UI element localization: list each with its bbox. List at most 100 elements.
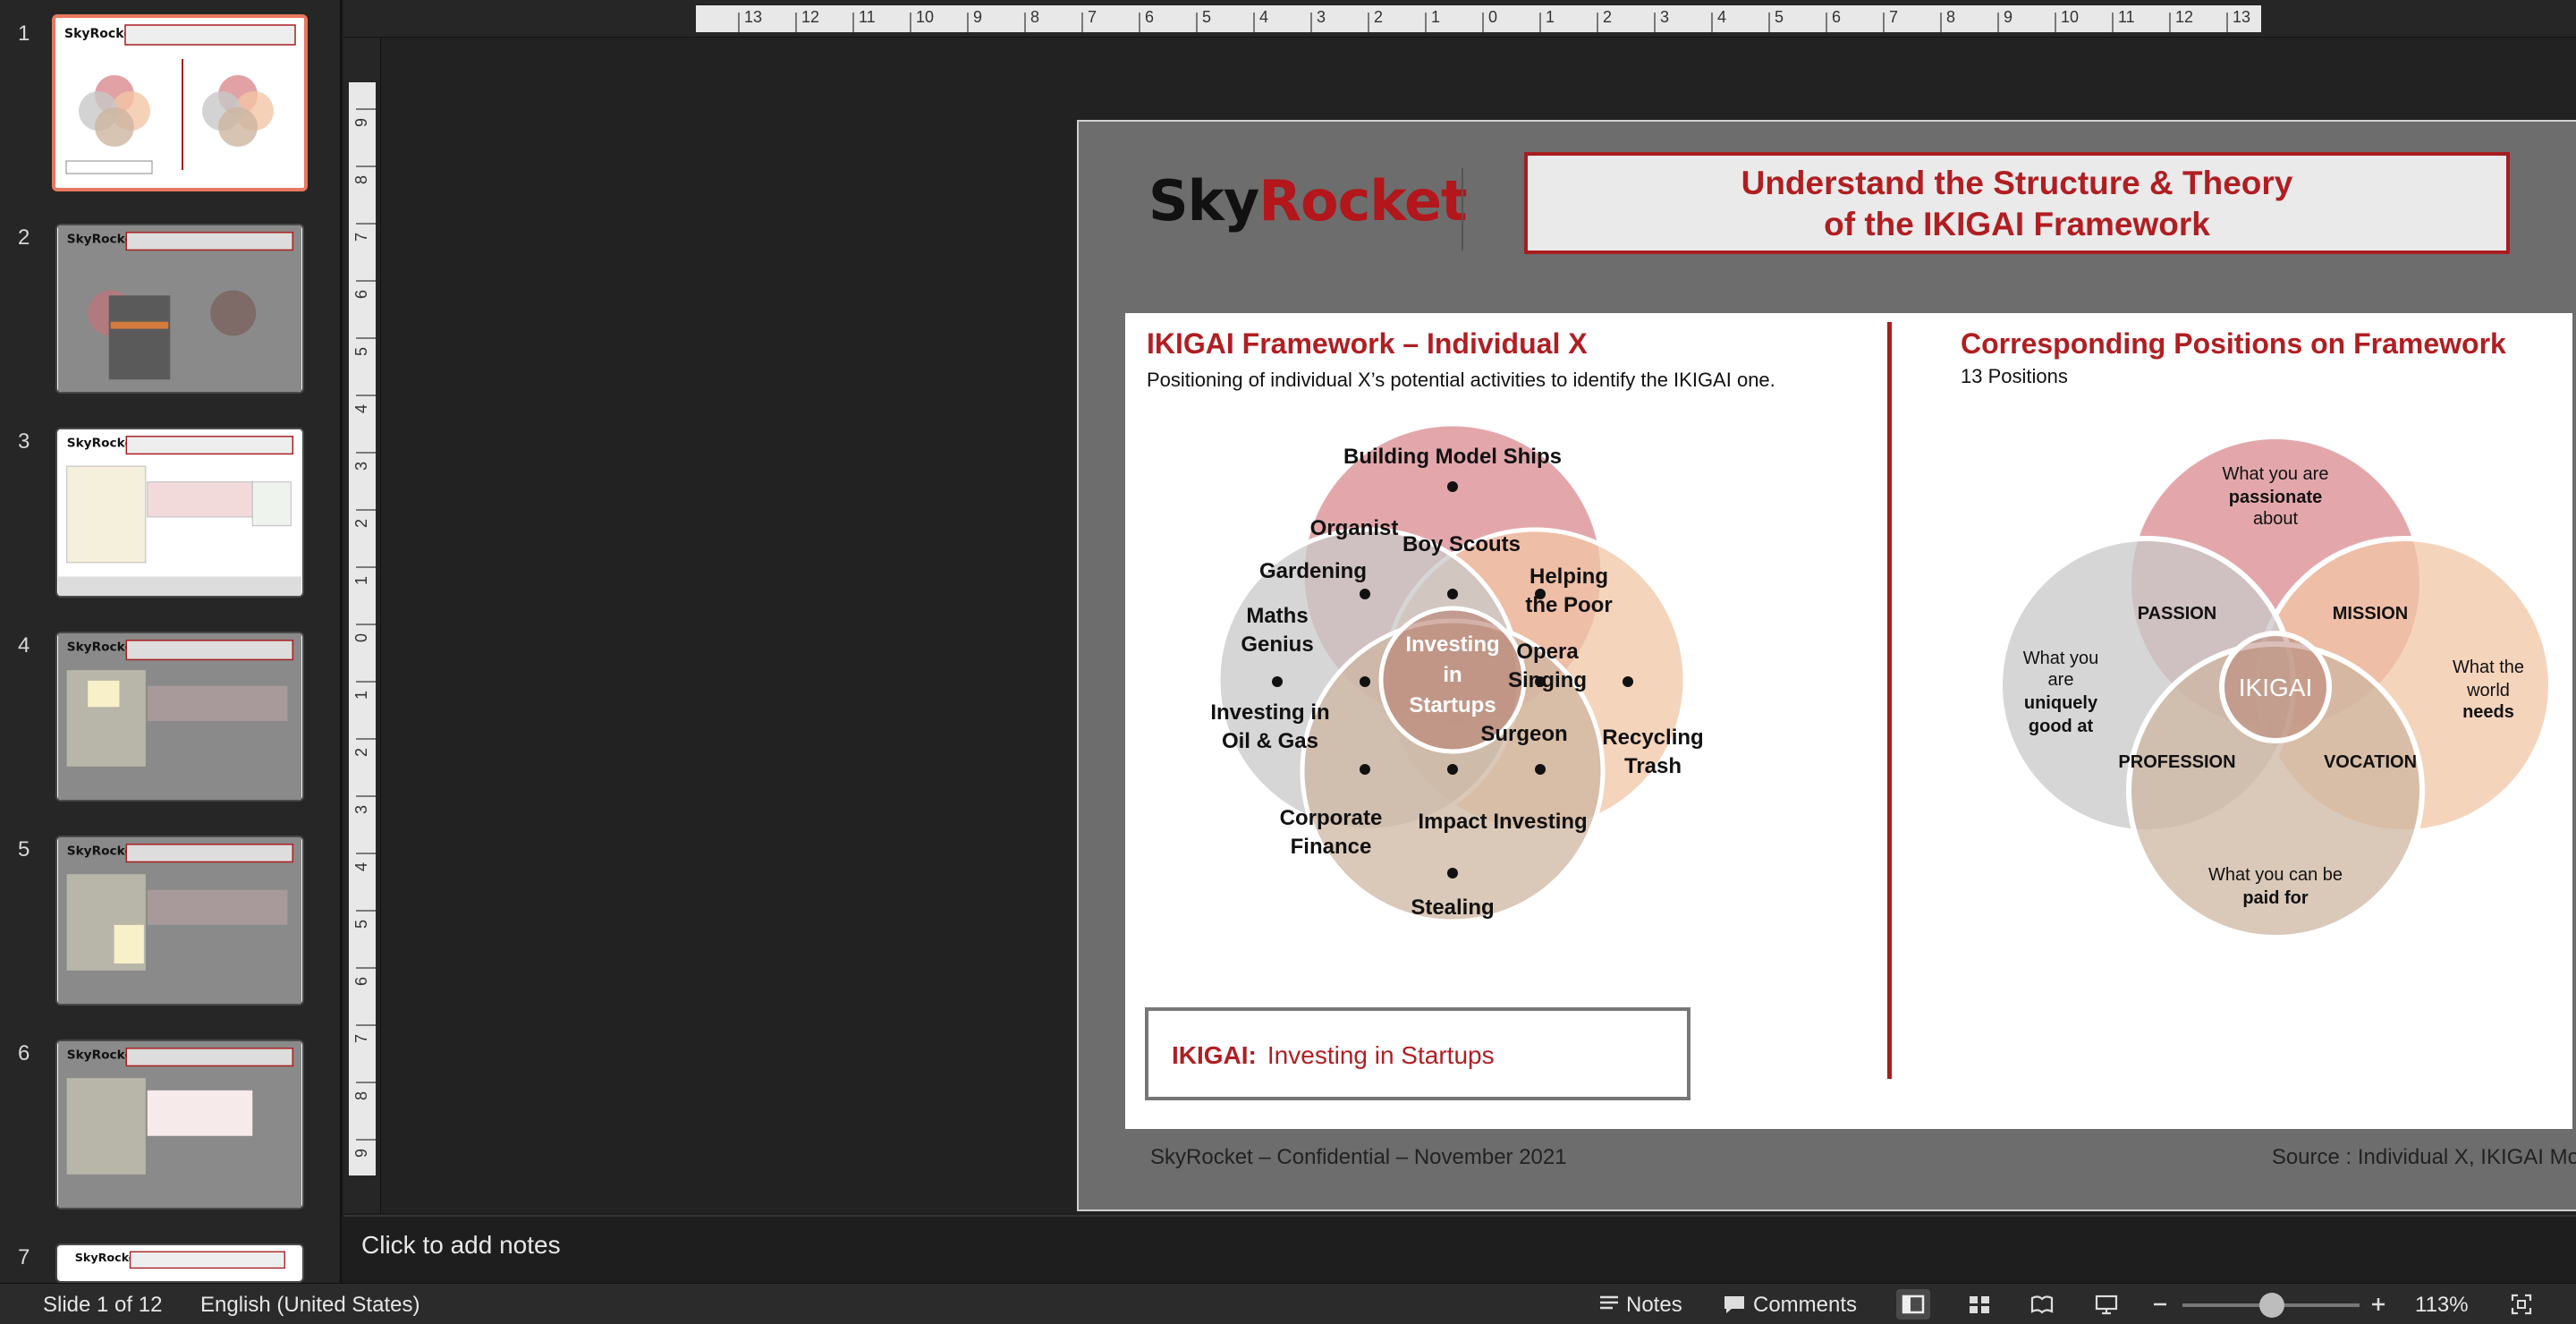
thumbnail-preview: SkyRocket bbox=[57, 1041, 302, 1208]
ruler-label: 13 bbox=[2233, 8, 2250, 26]
label-paid-for: paid for bbox=[2242, 888, 2309, 908]
label-gardening: Gardening bbox=[1259, 559, 1367, 583]
normal-view-icon[interactable] bbox=[1896, 1289, 1930, 1320]
ruler-label: 10 bbox=[2061, 8, 2079, 26]
label-mission: MISSION bbox=[2333, 604, 2408, 624]
slide-1[interactable]: SkyRocket Understand the Structure & The… bbox=[1077, 120, 2576, 1211]
thumbnail-number: 4 bbox=[18, 633, 30, 658]
label-good-at: are bbox=[2048, 670, 2074, 690]
comments-icon[interactable] bbox=[1717, 1289, 1751, 1320]
ruler-label: 6 bbox=[352, 977, 370, 986]
ruler-label: 7 bbox=[1889, 8, 1898, 26]
slide-canvas[interactable]: SkyRocket Understand the Structure & The… bbox=[381, 38, 2576, 1213]
thumbnail-slide-3[interactable]: SkyRocket bbox=[55, 428, 304, 598]
thumbnail-number: 6 bbox=[18, 1041, 30, 1065]
slide-sorter-icon[interactable] bbox=[1962, 1289, 1996, 1320]
label-investing-oil-gas: Oil & Gas bbox=[1222, 729, 1318, 753]
label-good-at: good at bbox=[2029, 717, 2094, 736]
ruler-label: 1 bbox=[352, 691, 370, 700]
slideshow-icon[interactable] bbox=[2089, 1289, 2123, 1320]
thumbnail-number: 5 bbox=[18, 837, 30, 861]
ruler-label: 5 bbox=[1202, 8, 1211, 26]
ruler-label: 2 bbox=[1603, 8, 1612, 26]
activity-dots bbox=[1272, 481, 1633, 878]
notes-button[interactable]: Notes bbox=[1626, 1293, 1682, 1317]
logo-text-accent: Rocket bbox=[1258, 168, 1467, 233]
label-corporate-finance: Corporate bbox=[1280, 806, 1383, 830]
ruler-label: 7 bbox=[352, 233, 370, 242]
thumbnail-preview: SkyRocket bbox=[57, 429, 302, 596]
ikigai-framework-individual-chart[interactable]: Building Model Ships Organist Boy Scouts… bbox=[1170, 420, 1742, 975]
ikigai-positions-chart[interactable]: What you are passionate about What you a… bbox=[1993, 429, 2556, 975]
banner-line-1: Understand the Structure & Theory bbox=[1741, 165, 2293, 201]
ruler-label: 3 bbox=[1317, 8, 1326, 26]
label-investing-in-startups: Startups bbox=[1409, 693, 1496, 717]
ruler-label: 5 bbox=[352, 347, 370, 356]
label-opera-singing: Singing bbox=[1508, 668, 1587, 692]
ruler-label: 4 bbox=[1717, 8, 1726, 26]
label-helping-the-poor: Helping bbox=[1530, 564, 1608, 589]
thumbnail-slide-4[interactable]: SkyRocket bbox=[55, 632, 304, 802]
ruler-label: 5 bbox=[1775, 8, 1784, 26]
framework-circles bbox=[1997, 434, 2554, 940]
thumbnail-preview: SkyRocket bbox=[57, 225, 302, 392]
label-boy-scouts: Boy Scouts bbox=[1402, 532, 1521, 556]
dot bbox=[1447, 589, 1458, 599]
label-paid-for: What you can be bbox=[2208, 865, 2343, 885]
dot bbox=[1623, 676, 1633, 687]
thumbnail-slide-1[interactable]: SkyRocket bbox=[52, 14, 308, 191]
reading-view-icon[interactable] bbox=[2025, 1289, 2059, 1320]
dot bbox=[1535, 589, 1546, 599]
slide-counter[interactable]: Slide 1 of 12 bbox=[43, 1293, 163, 1317]
ruler-label: 8 bbox=[352, 1091, 370, 1100]
banner-line-2: of the IKIGAI Framework bbox=[1824, 206, 2210, 242]
zoom-slider-handle[interactable] bbox=[2259, 1293, 2284, 1318]
notes-pane[interactable]: Click to add notes bbox=[343, 1215, 2576, 1283]
label-vocation: VOCATION bbox=[2324, 752, 2417, 772]
ruler-label: 3 bbox=[352, 462, 370, 471]
thumbnail-number: 7 bbox=[18, 1245, 30, 1269]
ruler-label: 2 bbox=[1374, 8, 1383, 26]
slide-title-banner[interactable]: Understand the Structure & Theory of the… bbox=[1524, 152, 2510, 254]
zoom-out-icon[interactable] bbox=[2143, 1289, 2177, 1320]
thumbnail-preview: SkyRocket bbox=[66, 1245, 293, 1281]
label-good-at: uniquely bbox=[2024, 693, 2098, 713]
zoom-level[interactable]: 113% bbox=[2415, 1293, 2469, 1317]
svg-text:SkyRocket: SkyRocket bbox=[67, 437, 140, 451]
dot bbox=[1447, 868, 1458, 878]
language-indicator[interactable]: English (United States) bbox=[200, 1293, 420, 1317]
label-passion: PASSION bbox=[2138, 604, 2217, 624]
label-maths-genius: Maths bbox=[1246, 604, 1308, 628]
svg-text:SkyRocket: SkyRocket bbox=[67, 233, 140, 247]
ruler-label: 11 bbox=[859, 8, 876, 26]
ikigai-result-box[interactable]: IKIGAI:Investing in Startups bbox=[1145, 1007, 1690, 1100]
zoom-in-icon[interactable] bbox=[2361, 1289, 2395, 1320]
skyrocket-logo: SkyRocket bbox=[1148, 168, 1468, 233]
section-divider bbox=[1887, 322, 1892, 1079]
ruler-label: 4 bbox=[352, 404, 370, 413]
notes-placeholder: Click to add notes bbox=[361, 1231, 561, 1259]
slide-thumbnail-panel[interactable]: 1 SkyRocket 2 SkyRocket bbox=[0, 0, 342, 1283]
thumbnail-slide-7[interactable]: SkyRocket bbox=[55, 1243, 304, 1283]
label-building-model-ships: Building Model Ships bbox=[1343, 445, 1562, 469]
comments-button[interactable]: Comments bbox=[1753, 1293, 1858, 1317]
label-passionate: about bbox=[2253, 509, 2298, 529]
notes-icon[interactable] bbox=[1592, 1289, 1626, 1320]
logo-divider bbox=[1462, 168, 1463, 250]
thumbnail-preview: SkyRocket bbox=[57, 633, 302, 800]
fit-to-window-icon[interactable] bbox=[2504, 1289, 2538, 1320]
footer-confidential: SkyRocket – Confidential – November 2021 bbox=[1150, 1145, 1567, 1169]
ruler-label: 1 bbox=[1431, 8, 1440, 26]
ruler-label: 9 bbox=[2004, 8, 2012, 26]
thumbnail-slide-2[interactable]: SkyRocket bbox=[55, 224, 304, 394]
ruler-label: 3 bbox=[1660, 8, 1669, 26]
thumbnail-slide-5[interactable]: SkyRocket bbox=[55, 836, 304, 1006]
ruler-label: 12 bbox=[801, 8, 819, 26]
ruler-label: 9 bbox=[973, 8, 982, 26]
ruler-label: 7 bbox=[1088, 8, 1097, 26]
framework-labels: What you are passionate about What you a… bbox=[2023, 464, 2524, 908]
thumbnail-slide-6[interactable]: SkyRocket bbox=[55, 1040, 304, 1209]
thumbnail-number: 1 bbox=[18, 21, 30, 46]
label-opera-singing: Opera bbox=[1516, 640, 1579, 664]
